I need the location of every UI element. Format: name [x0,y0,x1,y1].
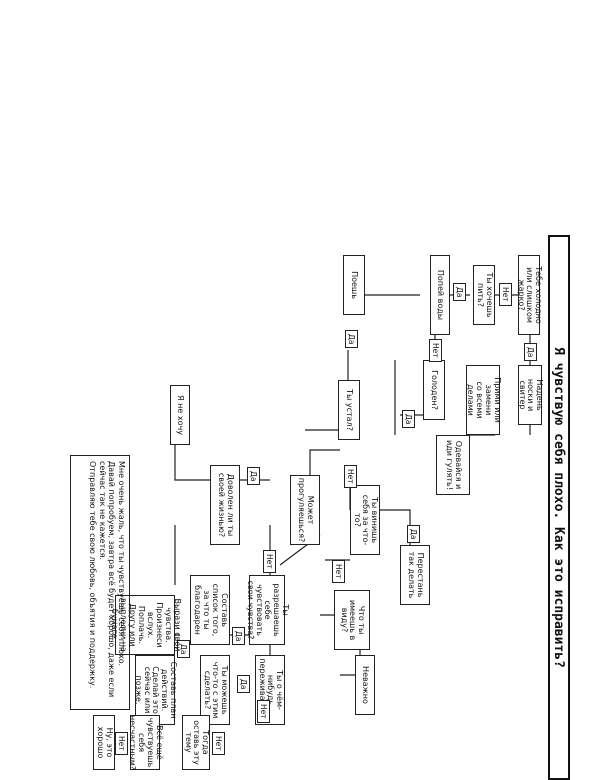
label-yes: Да [345,330,358,349]
node-listfeel: Составь список того, за что ты благодаре… [190,575,230,645]
label-yes: Да [524,343,537,362]
label-no: Нет [344,465,357,488]
node-express: Ты разрешаешь себе чувствовать свои чувс… [246,575,290,645]
node-cold: Тебе холодно или слишком жарко? [517,255,543,335]
label-no: Нет [429,339,442,362]
node-life: Доволен ли ты своей жизнью? [210,465,240,545]
node-walk: Одевайся и иди гулять! [436,435,470,495]
label-no: Нет [115,732,128,755]
node-hungry: Голоден? [423,360,445,420]
node-lazy: Прими или замени со всеми делами [466,365,502,435]
label-yes: Да [247,467,260,486]
label-no: Нет [332,560,345,583]
node-dunno: Неважно [355,655,375,715]
node-emotion: Что ты имеешь в виду? [334,590,370,650]
page-canvas: Я чувствую себя плохо. Как это исправить… [70,235,570,780]
node-sweater: Надень носки и свитер [518,365,544,425]
node-water: Попей воды [430,255,450,335]
node-guilty: Ты винишь себя за что-то? [350,485,380,555]
label-no: Нет [212,732,225,755]
label-no: Нет [257,700,270,723]
node-stop: Перестань так делать [400,545,430,605]
label-yes: Да [232,627,245,646]
node-outside: Может прогуляешься? [290,475,320,545]
footer-note: Мне очень жаль, что ты чувствуешь себя п… [70,455,130,710]
label-yes: Да [407,525,420,544]
node-drink: Ты хочешь пить? [473,265,495,325]
node-eat: Поешь [343,255,365,315]
node-tired: Ты устал? [338,380,360,440]
label-yes: Да [237,675,250,694]
flowchart: Я чувствую себя плохо. Как это исправить… [65,235,570,780]
node-ok: Ну, это хорошо [93,715,115,770]
label-yes: Да [402,410,415,429]
node-tell: Тогда оставь эту тему [182,715,210,770]
node-idk: Я не хочу [170,385,190,445]
label-no: Нет [263,550,276,573]
label-no: Нет [499,283,512,306]
node-unloved: Всё ещё чувствуешь себя несчастным? [128,714,164,771]
label-yes: Да [453,283,466,302]
